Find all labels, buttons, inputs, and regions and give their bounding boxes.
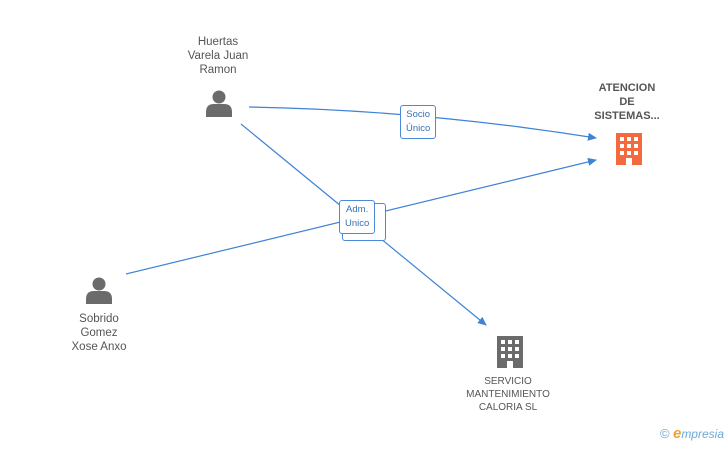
company-atencion-label[interactable]: ATENCION DE SISTEMAS...: [577, 81, 677, 123]
name-line: Varela Juan: [187, 50, 249, 62]
edge-label-adm-unico[interactable]: Adm. Unico: [339, 200, 376, 234]
name-line: CALORIA SL: [478, 402, 538, 413]
name-line: SERVICIO: [484, 376, 532, 387]
name-line: Gomez: [80, 327, 118, 339]
edge-label-socio-unico[interactable]: Socio Único: [400, 105, 437, 139]
name-line: SISTEMAS...: [594, 110, 660, 122]
building-icon[interactable]: [616, 133, 642, 165]
name-line: DE: [619, 96, 635, 108]
building-icon[interactable]: [497, 336, 523, 368]
empresia-credit[interactable]: © empresia: [660, 425, 724, 442]
name-line: Sobrido: [79, 313, 119, 325]
edge-label-line: Socio: [406, 109, 431, 120]
name-line: Xose Anxo: [71, 341, 127, 353]
name-line: Ramon: [199, 64, 237, 76]
name-line: ATENCION: [598, 82, 656, 94]
company-servicio-label[interactable]: SERVICIO MANTENIMIENTO CALORIA SL: [448, 375, 568, 414]
brand-name: mpresia: [681, 427, 724, 441]
person-icon[interactable]: [86, 277, 112, 305]
edge-label-line: Unico: [345, 218, 370, 229]
person-sobrido-label[interactable]: Sobrido Gomez Xose Anxo: [44, 312, 154, 354]
name-line: Huertas: [197, 36, 239, 48]
edge-label-line: Único: [406, 123, 431, 134]
person-icon[interactable]: [206, 90, 232, 118]
person-huertas-label[interactable]: Huertas Varela Juan Ramon: [163, 35, 273, 77]
name-line: MANTENIMIENTO: [466, 389, 550, 400]
edge-label-line: Adm.: [346, 204, 369, 215]
copyright-symbol: ©: [660, 426, 670, 441]
brand-e: e: [672, 425, 682, 442]
